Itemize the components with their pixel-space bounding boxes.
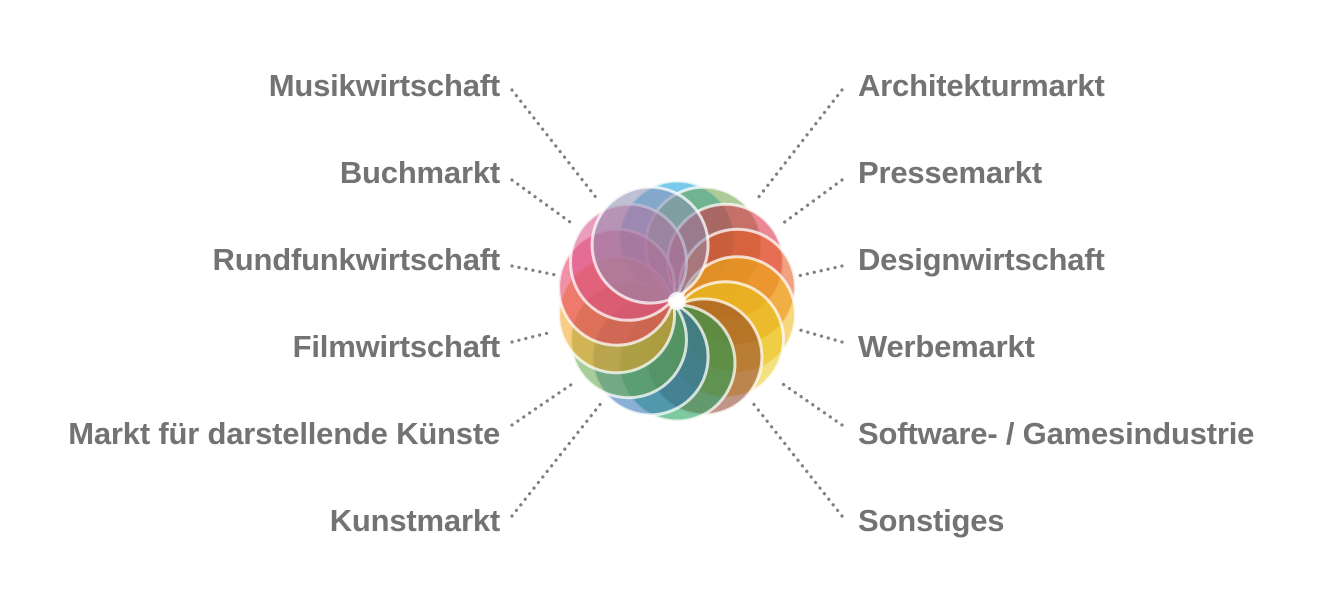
label-darstellende-kuenste: Markt für darstellende Künste [68, 416, 500, 451]
label-software-gamesindustrie: Software- / Gamesindustrie [858, 416, 1255, 451]
connector-left-5 [510, 382, 574, 427]
label-werbemarkt: Werbemarkt [858, 329, 1035, 364]
label-rundfunkwirtschaft: Rundfunkwirtschaft [212, 242, 501, 277]
label-sonstiges: Sonstiges [858, 503, 1005, 538]
connector-left-3 [510, 264, 558, 277]
connector-left-2 [510, 178, 572, 224]
label-designwirtschaft: Designwirtschaft [858, 242, 1105, 277]
connector-right-5 [778, 380, 844, 427]
connector-right-4 [798, 328, 844, 344]
label-musikwirtschaft: Musikwirtschaft [268, 68, 500, 103]
flower-center [668, 292, 686, 310]
label-filmwirtschaft: Filmwirtschaft [292, 329, 501, 364]
label-buchmarkt: Buchmarkt [339, 155, 500, 190]
flower-petal [590, 185, 710, 305]
flower-logo [557, 179, 797, 423]
connector-left-1 [510, 88, 600, 202]
connector-right-2 [780, 178, 844, 226]
label-pressemarkt: Pressemarkt [858, 155, 1042, 190]
label-architekturmarkt: Architekturmarkt [858, 68, 1105, 103]
connector-right-6 [750, 400, 844, 518]
connector-left-6 [510, 400, 604, 518]
connector-right-3 [796, 264, 844, 278]
connector-left-4 [510, 330, 554, 344]
connector-lines [510, 88, 844, 518]
connector-right-1 [756, 88, 844, 200]
label-kunstmarkt: Kunstmarkt [329, 503, 500, 538]
